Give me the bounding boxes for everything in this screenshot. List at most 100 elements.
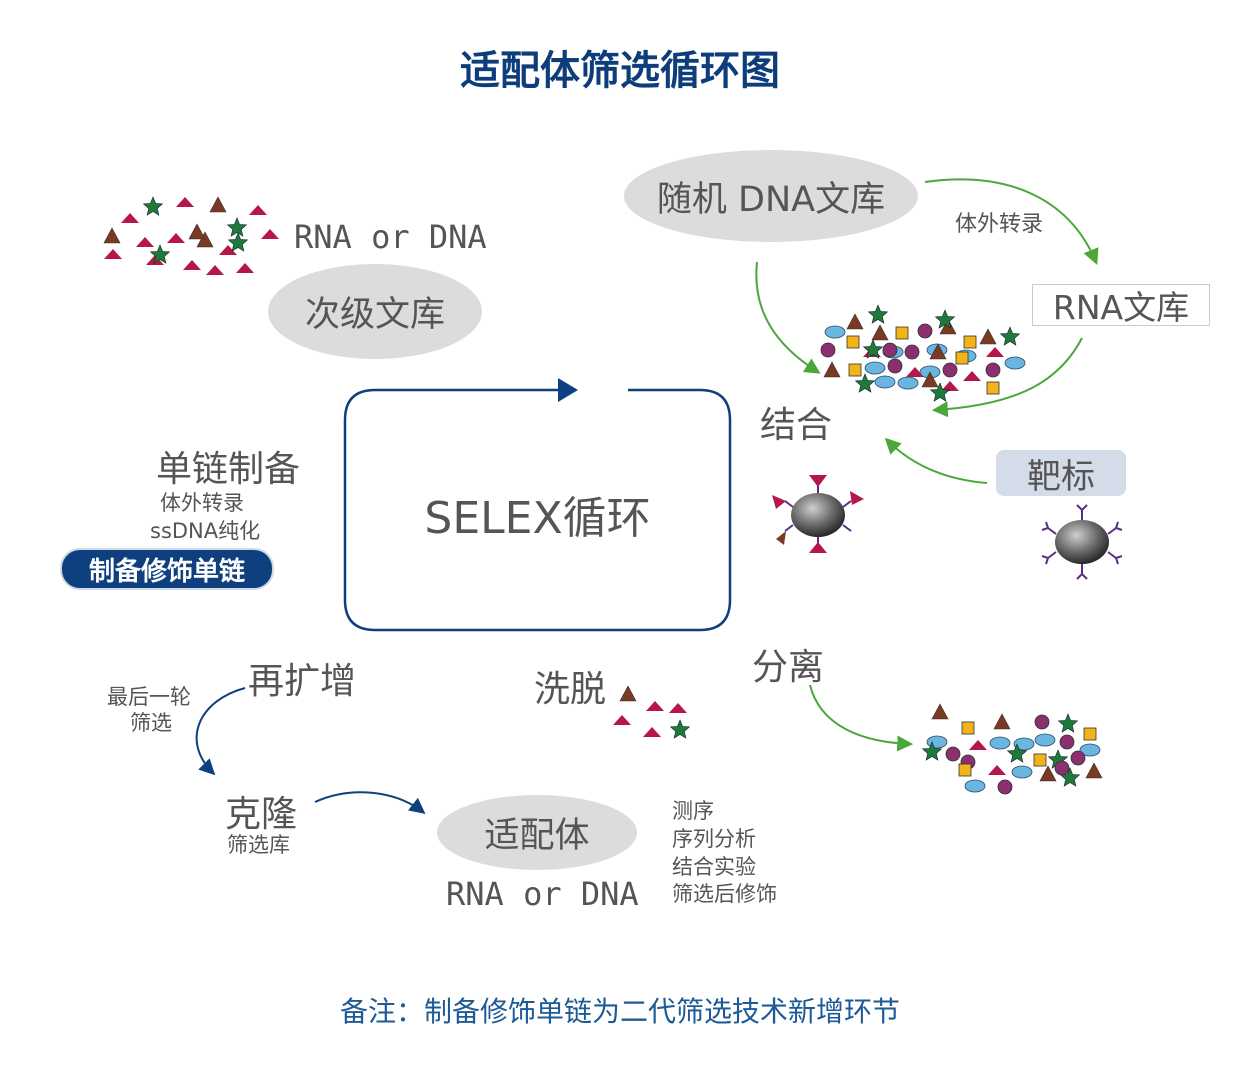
red-triangle-glyph <box>176 197 194 207</box>
red-triangle-glyph <box>669 703 687 713</box>
gold-square-glyph <box>958 763 972 777</box>
red-triangle-glyph <box>104 249 122 259</box>
brown-triangle-glyph <box>188 223 206 240</box>
brown-triangle-glyph <box>931 703 949 720</box>
selex-cycle-arrowhead <box>558 378 578 402</box>
target-box: 靶标 <box>996 450 1126 497</box>
modified-single-strand-label: 制备修饰单链 <box>88 556 245 587</box>
brown-triangle-glyph <box>823 361 841 378</box>
brown-triangle-glyph <box>209 196 227 213</box>
aptamer-type: RNA or DNA <box>446 875 639 913</box>
gold-square-glyph <box>955 351 969 365</box>
blue-ellipse-glyph <box>989 736 1011 750</box>
purple-circle-glyph <box>1034 714 1050 730</box>
aptamer-ellipse: 适配体 <box>437 795 637 870</box>
rna-library-label: RNA文库 <box>1052 288 1190 327</box>
secondary-library-label: 次级文库 <box>304 295 445 335</box>
red-triangle-glyph <box>988 765 1006 775</box>
green-star-glyph <box>142 196 164 216</box>
purple-circle-glyph <box>1059 734 1075 750</box>
green-star-glyph <box>999 326 1021 346</box>
green-star-glyph <box>227 232 249 252</box>
secondary-library-molecules <box>103 196 279 275</box>
aptamer-followup-2: 序列分析 <box>672 827 756 851</box>
single-strand-step-1: 体外转录 <box>160 491 244 515</box>
single-strand-prep-label: 单链制备 <box>156 449 301 490</box>
red-triangle-glyph <box>646 701 664 711</box>
red-triangle-glyph <box>136 237 154 247</box>
brown-triangle-glyph <box>871 324 889 341</box>
last-round-line-1: 最后一轮 <box>107 685 191 709</box>
gold-square-glyph <box>848 363 862 377</box>
gold-square-glyph <box>846 335 860 349</box>
red-triangle-glyph <box>969 740 987 750</box>
blue-ellipse-glyph <box>1004 356 1026 370</box>
purple-circle-glyph <box>1070 750 1086 766</box>
red-triangle-glyph <box>206 265 224 275</box>
green-star-glyph <box>854 373 876 393</box>
red-triangle-glyph <box>249 205 267 215</box>
arrow-last-round <box>195 687 246 776</box>
arrow-separation <box>809 684 914 752</box>
aptamer-label: 适配体 <box>484 816 590 856</box>
green-star-glyph <box>921 741 943 761</box>
aptamer-followup-4: 筛选后修饰 <box>672 882 777 906</box>
red-triangle-glyph <box>941 381 959 391</box>
purple-circle-glyph <box>985 362 1001 378</box>
brown-triangle-glyph <box>1085 762 1103 779</box>
secondary-library-ellipse: 次级文库 <box>268 264 482 359</box>
rna-library-box: RNA文库 <box>1032 284 1210 327</box>
blue-ellipse-glyph <box>1034 733 1056 747</box>
blue-ellipse-glyph <box>1013 737 1035 751</box>
green-star-glyph <box>867 304 889 324</box>
arrow-library-to-binding <box>755 261 821 374</box>
aptamer-followup-1: 测序 <box>672 799 714 823</box>
blue-ellipse-glyph <box>897 376 919 390</box>
purple-circle-glyph <box>882 342 898 358</box>
purple-circle-glyph <box>945 746 961 762</box>
purple-circle-glyph <box>942 362 958 378</box>
gold-square-glyph <box>895 326 909 340</box>
page-title: 适配体筛选循环图 <box>460 48 780 94</box>
gold-square-glyph <box>961 721 975 735</box>
separation-label: 分离 <box>752 647 825 688</box>
random-dna-library-ellipse: 随机 DNA文库 <box>624 150 918 242</box>
red-triangle-glyph <box>643 727 661 737</box>
clone-label: 克隆 <box>225 794 298 835</box>
red-triangle-glyph <box>236 263 254 273</box>
last-round-line-2: 筛选 <box>130 711 172 735</box>
transcription-label-top: 体外转录 <box>955 212 1044 237</box>
brown-triangle-glyph <box>929 343 947 360</box>
purple-circle-glyph <box>917 323 933 339</box>
arrow-rna-to-binding <box>931 337 1083 418</box>
green-star-glyph <box>1057 713 1079 733</box>
red-triangle-glyph <box>963 371 981 381</box>
purple-circle-glyph <box>887 358 903 374</box>
arrow-clone-to-aptamer <box>314 791 426 814</box>
blue-ellipse-glyph <box>824 325 846 339</box>
red-triangle-glyph <box>261 229 279 239</box>
brown-triangle-glyph <box>1039 765 1057 782</box>
eluted-molecules <box>613 685 691 739</box>
reamplification-label: 再扩增 <box>248 661 357 702</box>
red-triangle-glyph <box>613 715 631 725</box>
green-star-glyph <box>226 217 248 237</box>
single-strand-step-2: ssDNA纯化 <box>150 519 261 543</box>
green-star-glyph <box>1006 743 1028 763</box>
elution-label: 洗脱 <box>534 669 607 710</box>
gold-square-glyph <box>963 335 977 349</box>
purple-circle-glyph <box>820 342 836 358</box>
brown-triangle-glyph <box>846 313 864 330</box>
target-label: 靶标 <box>1027 456 1095 497</box>
purple-circle-glyph <box>997 779 1013 795</box>
selex-cycle-box <box>343 388 732 632</box>
bound-target-bead <box>772 475 864 553</box>
modified-single-strand-badge: 制备修饰单链 <box>60 548 274 590</box>
brown-triangle-glyph <box>921 371 939 388</box>
green-star-glyph <box>934 309 956 329</box>
aptamer-followup-3: 结合实验 <box>672 855 756 879</box>
gold-square-glyph <box>1033 753 1047 767</box>
binding-label: 结合 <box>760 405 833 446</box>
gold-square-glyph <box>1083 727 1097 741</box>
